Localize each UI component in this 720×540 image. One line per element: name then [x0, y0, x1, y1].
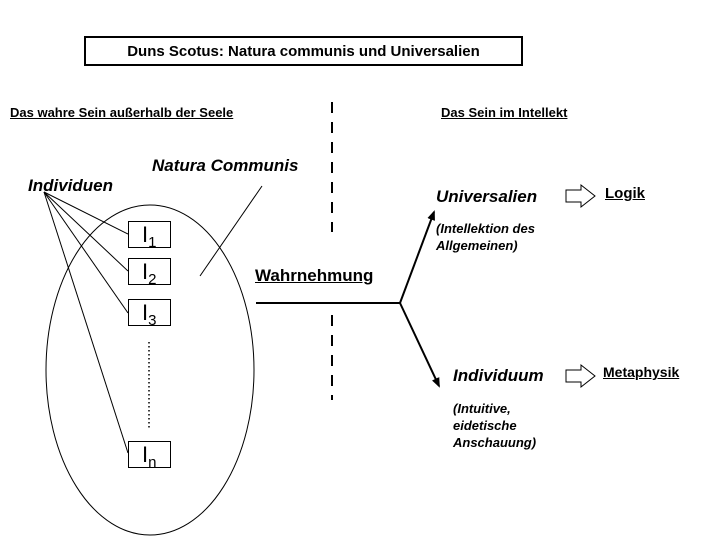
label-natura-communis: Natura Communis — [152, 156, 299, 175]
diagram-title: Duns Scotus: Natura communis und Univers… — [84, 36, 523, 66]
arrow-to-universalien — [399, 210, 435, 304]
individual-subscript: 3 — [148, 312, 157, 329]
individuals-ellipse — [45, 204, 255, 536]
individual-subscript: n — [148, 454, 157, 471]
connector-individuen-i1 — [43, 191, 129, 235]
individual-box-3: I3 — [128, 299, 171, 329]
individual-subscript: 1 — [148, 234, 157, 251]
block-arrow-metaphysik — [565, 363, 596, 389]
individual-box-n: In — [128, 441, 171, 471]
label-wahrnehmung: Wahrnehmung — [255, 266, 374, 285]
individual-letter: I — [142, 222, 149, 247]
arrow-to-individuum — [399, 302, 440, 388]
connector-individuen-i2 — [43, 191, 129, 272]
individual-letter: I — [142, 259, 149, 284]
individual-letter: I — [142, 300, 149, 325]
label-individuum: Individuum — [453, 366, 544, 385]
label-logik: Logik — [605, 185, 645, 202]
heading-right: Das Sein im Intellekt — [441, 105, 568, 120]
individual-subscript: 2 — [148, 271, 157, 288]
note-individuum: (Intuitive, eidetische Anschauung) — [453, 401, 537, 450]
individual-box-1: I1 — [128, 221, 171, 251]
label-individuen: Individuen — [28, 176, 113, 195]
natura-communis-pointer — [199, 185, 263, 277]
heading-left: Das wahre Sein außerhalb der Seele — [10, 105, 234, 120]
individual-box-2: I2 — [128, 258, 171, 288]
label-metaphysik: Metaphysik — [603, 364, 680, 380]
label-universalien: Universalien — [436, 187, 538, 206]
individual-letter: I — [142, 442, 149, 467]
connector-individuen-i3 — [43, 191, 129, 314]
note-universalien: (Intellektion des Allgemeinen) — [436, 221, 535, 253]
block-arrow-logik — [565, 183, 596, 209]
connector-individuen-in — [43, 191, 129, 454]
